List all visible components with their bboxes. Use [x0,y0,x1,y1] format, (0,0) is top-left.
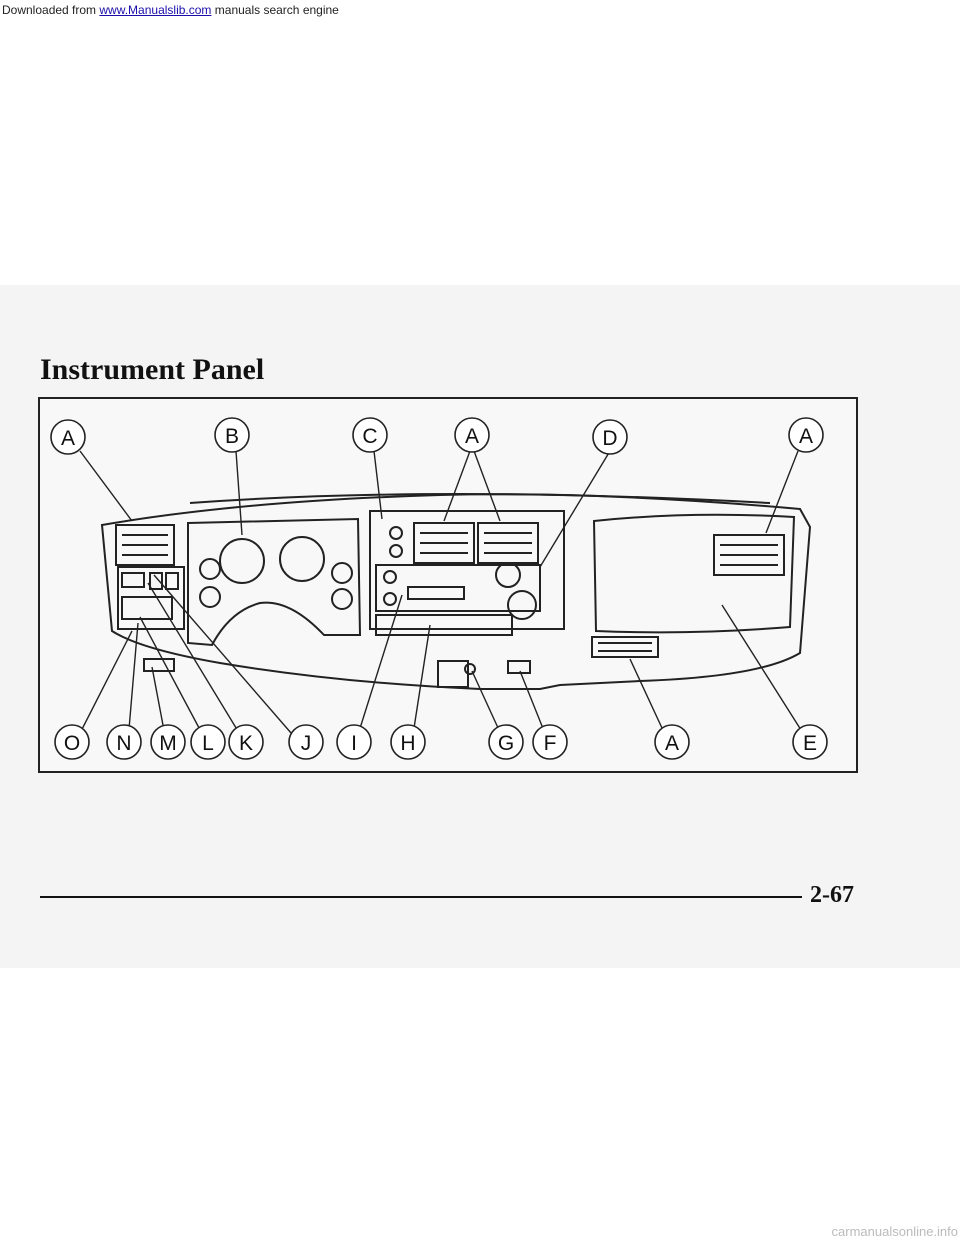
lower-box-g [437,660,469,688]
callout-n-label: N [116,732,131,755]
center-vent-left [413,522,475,564]
callout-i-label: I [351,732,357,755]
callout-e-label: E [803,732,817,755]
instrument-cluster [187,517,362,647]
lower-left-switch [143,658,175,672]
left-vent [115,524,175,566]
glove-box [592,513,796,634]
callout-j: J [288,724,324,760]
callouts: A B C A D A O N M L K J I H G F A E [50,417,828,760]
callout-a-top-left-label: A [61,427,75,450]
callout-a-bottom-label: A [665,732,679,755]
callout-m-label: M [159,732,177,755]
callout-b: B [214,417,250,453]
callout-i: I [336,724,372,760]
callout-l-label: L [202,732,214,755]
header-prefix: Downloaded from [2,3,100,17]
right-vent [713,534,785,576]
left-lower-gauge [199,586,221,608]
dashboard-illustration: A B C A D A O N M L K J I H G F A E [50,417,828,760]
left-switch-panel [117,566,185,630]
callout-c: C [352,417,388,453]
lower-box-f [507,660,531,674]
center-knob-bottom [389,544,403,558]
page-title: Instrument Panel [40,353,265,386]
callout-j-label: J [301,732,312,755]
callout-c-label: C [362,425,377,448]
callout-n: N [106,724,142,760]
dash-top-line [189,493,771,504]
left-small-gauge [199,558,221,580]
callout-a-top-right-label: A [799,425,813,448]
lower-knob-g [464,663,476,675]
callout-o: O [54,724,90,760]
center-stack [369,510,565,630]
speedometer-gauge [219,538,265,584]
storage-bin [375,614,513,636]
watermark-text: carmanualsonline.info [831,1224,958,1239]
callout-o-label: O [64,732,80,755]
callout-l: L [190,724,226,760]
right-small-gauge [331,562,353,584]
instrument-panel-figure: A B C A D A O N M L K J I H G F A E [38,397,858,773]
tachometer-gauge [279,536,325,582]
callout-h: H [390,724,426,760]
manualslib-link[interactable]: www.Manualslib.com [99,3,212,17]
callout-e: E [792,724,828,760]
callout-k-label: K [239,732,253,755]
watermark: carmanualsonline.info [0,1222,960,1242]
download-header: Downloaded from www.Manualslib.com manua… [0,0,960,20]
callout-k: K [228,724,264,760]
callout-a-top-right: A [788,417,824,453]
center-knob-top [389,526,403,540]
callout-b-label: B [225,425,239,448]
callout-a-top-center-label: A [465,425,479,448]
callout-g-label: G [498,732,514,755]
callout-f-label: F [544,732,557,755]
radio-unit [375,564,541,612]
callout-a-top-center: A [454,417,490,453]
lower-center-vent [591,636,659,658]
callout-f: F [532,724,568,760]
callout-m: M [150,724,186,760]
climate-knob-bottom [507,590,537,620]
callout-d-label: D [602,427,617,450]
right-lower-gauge [331,588,353,610]
footer-rule [40,896,802,898]
callout-h-label: H [400,732,415,755]
callout-d: D [592,419,628,455]
callout-a-bottom: A [654,724,690,760]
header-suffix: manuals search engine [211,3,339,17]
climate-knob-top [495,562,521,588]
callout-g: G [488,724,524,760]
page-number: 2-67 [810,882,854,908]
callout-a-top-left: A [50,419,86,455]
